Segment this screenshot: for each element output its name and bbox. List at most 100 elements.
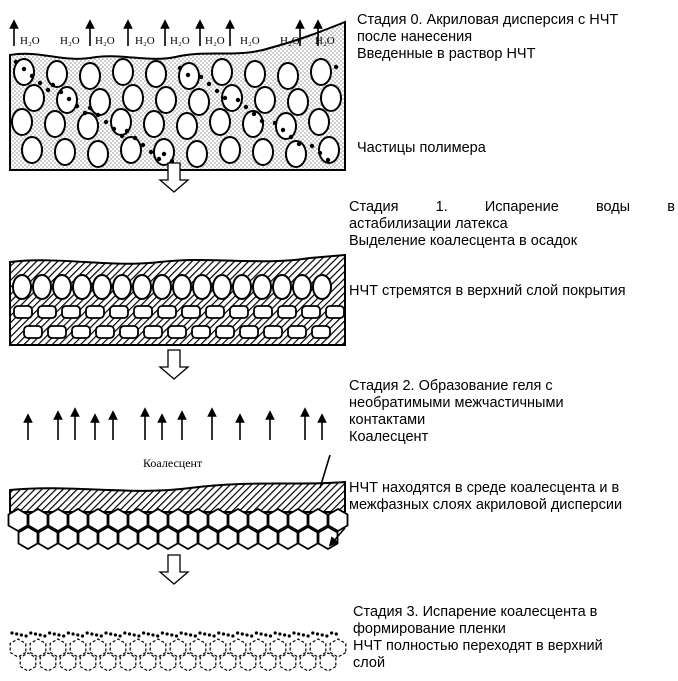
stage3-title-line2: формирование пленки [353,621,603,638]
hex-particle [189,509,208,531]
deformed-particle [182,306,200,318]
nanotube-dot [30,74,34,78]
deformed-particle [216,326,234,338]
hex-particle [99,527,118,549]
dashed-hex-particle [140,653,156,671]
deformed-particle [264,326,282,338]
nanotube-dot [231,634,234,637]
nanotube-dot [334,65,338,69]
nanotube-dot [269,634,272,637]
nanotube-dot [244,105,248,109]
dashed-hex-particle [50,639,66,657]
deformed-particle [192,326,210,338]
deformed-particle [230,306,248,318]
deformed-particle [302,306,320,318]
stage2-title-line2: необратимыми межчастичными [349,395,564,412]
dashed-hex-particle [260,653,276,671]
polymer-particle [193,275,211,299]
deformed-particle [120,326,138,338]
nanotube-dot [22,67,26,71]
hex-particle [89,509,108,531]
polymer-particle [78,113,98,139]
hexagonal-particles-stage2 [9,509,348,549]
nanotube-dot [260,119,264,123]
deformed-particle [110,306,128,318]
nanotube-dot [109,632,112,635]
polymer-particle [210,109,230,135]
nanotube-dot [133,136,137,140]
nanotube-dot [137,634,140,637]
nanotube-dot [104,120,108,124]
nanoparticles-top-layer [10,631,338,637]
nanotube-dot [207,82,211,86]
polymer-particle [253,275,271,299]
nanotube-dot [236,631,239,634]
dashed-hex-particle [330,639,346,657]
stage3-nanoparticles-line2: слой [353,655,603,672]
deformed-particle [288,326,306,338]
polymer-particle [33,275,51,299]
deformed-particle [14,306,32,318]
stage1-title-line2: астабилизации латекса [349,216,675,233]
deformed-particle [134,306,152,318]
dashed-hex-particle [160,653,176,671]
nanotube-dot [104,631,107,634]
stage2-title-line1: Стадия 2. Образование геля с [349,378,564,395]
nanotube-dot [245,633,248,636]
polymer-particle [173,275,191,299]
dashed-hex-particle [90,639,106,657]
nanotube-dot [88,106,92,110]
dashed-hex-particle [110,639,126,657]
nanotube-dot [43,634,46,637]
nanotube-dot [67,631,70,634]
nanotube-dot [147,632,150,635]
stage1-title-line1: Стадия 1. Испарение воды в [349,199,675,216]
deformed-particle [96,326,114,338]
stage0-particles-label: Частицы полимера [357,140,486,157]
nanotube-dot [112,127,116,131]
stage3-text: Стадия 3. Испарение коалесцента в формир… [353,604,603,672]
nanotube-dot [326,158,330,162]
nanotube-dot [95,633,98,636]
nanotube-dot [96,113,100,117]
hex-particle [199,527,218,549]
nanotube-dot [194,634,197,637]
nanotube-dot [297,142,301,146]
nanotube-dot [72,632,75,635]
nanotube-dot [292,631,295,634]
hex-particle [159,527,178,549]
polymer-particle [273,275,291,299]
nanotube-dot [51,83,55,87]
nanotube-dot [274,631,277,634]
nanotube-dot [223,96,227,100]
polymer-particle [189,89,209,115]
polymer-particle [220,137,240,163]
water-label: H₂O [20,35,40,47]
polymer-particle [123,85,143,111]
nanotube-dot [10,631,13,634]
deformed-particle [62,306,80,318]
polymer-particle [177,113,197,139]
hex-particle [139,527,158,549]
hex-particle [239,527,258,549]
nanotube-dot [213,634,216,637]
nanotube-dot [142,631,145,634]
nanotube-dot [76,633,79,636]
nanotube-dot [321,633,324,636]
stage1-text: Стадия 1. Испарение воды в астабилизации… [349,199,675,250]
nanotube-dot [125,129,129,133]
hex-particle [119,527,138,549]
hex-particle [109,509,128,531]
polymer-particle [276,113,296,139]
hex-particle [279,527,298,549]
dashed-particles-stage3 [10,639,346,671]
polymer-particle [233,275,251,299]
hex-particle [219,527,238,549]
hex-particle [249,509,268,531]
deformed-particle [72,326,90,338]
polymer-particle [293,275,311,299]
nanotube-dot [86,631,89,634]
nanotube-dot [260,632,263,635]
water-label: H₂O [205,35,225,47]
